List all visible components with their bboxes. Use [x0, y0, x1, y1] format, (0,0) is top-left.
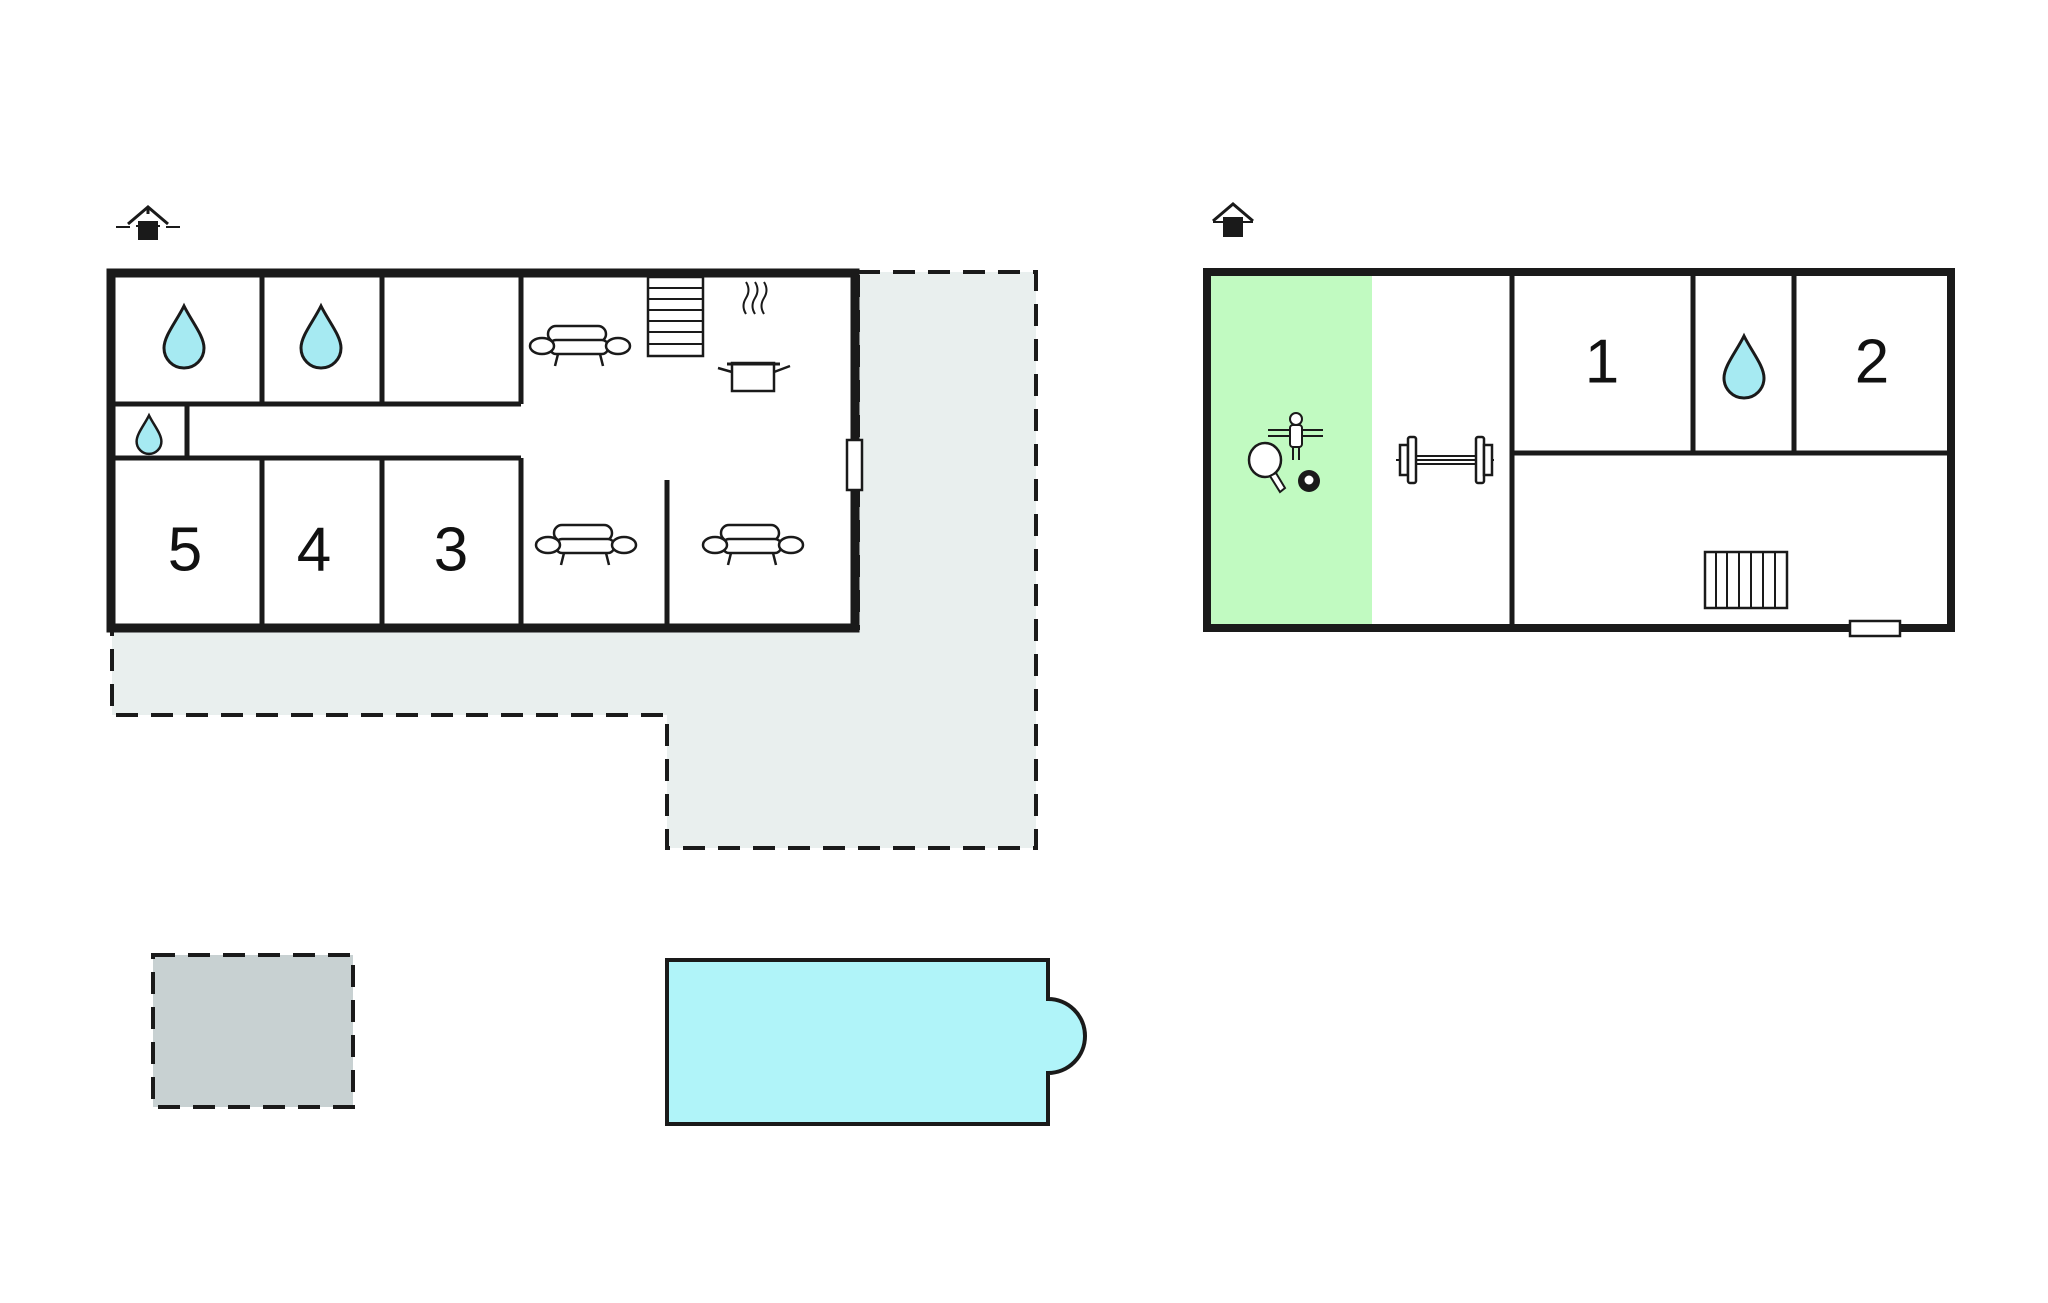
- ground-floor: 5 4 3: [106, 205, 864, 633]
- foosball-icon: [1268, 412, 1323, 460]
- shed-area: [151, 953, 355, 1109]
- swimming-pool: [665, 958, 1087, 1126]
- upper-floor-outline: [1203, 268, 1955, 632]
- staircase-icon: [646, 275, 705, 358]
- entrance-icon: [1212, 202, 1254, 237]
- window-icon: [1848, 619, 1902, 638]
- upper-floor: 1 2: [1203, 202, 1955, 638]
- room-number-2: 2: [1855, 327, 1889, 396]
- bathroom-drop-icon: [1722, 334, 1766, 400]
- room-number-4: 4: [297, 515, 331, 584]
- room-number-1: 1: [1585, 327, 1619, 396]
- room-number-3: 3: [434, 515, 468, 584]
- window-icon: [845, 438, 864, 492]
- dumbbell-icon: [1396, 435, 1494, 485]
- staircase-icon: [1703, 550, 1789, 610]
- billiard-ball-icon: [1298, 470, 1320, 492]
- cooking-pot-icon: [717, 281, 791, 393]
- game-room-area: [1210, 273, 1372, 628]
- room-number-5: 5: [168, 515, 202, 584]
- table-tennis-icon: [1247, 441, 1287, 494]
- ground-floor-outline: [106, 268, 860, 633]
- entrance-icon: [116, 205, 180, 240]
